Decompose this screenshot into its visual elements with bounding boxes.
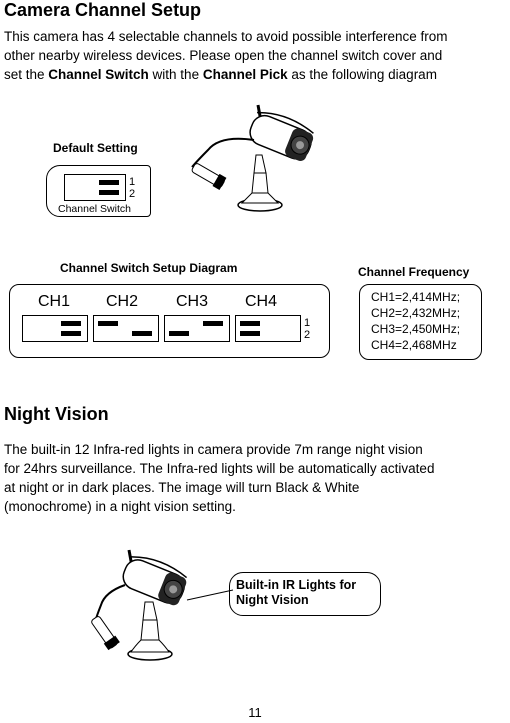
setup-diagram-title: Channel Switch Setup Diagram <box>60 261 238 275</box>
page-number: 11 <box>248 705 262 720</box>
switch-bar <box>61 321 81 326</box>
switch-bar <box>61 331 81 336</box>
para-line: This camera has 4 selectable channels to… <box>4 29 448 44</box>
camera-illustration-icon <box>191 104 314 212</box>
switch-bar <box>132 331 152 336</box>
frequency-title: Channel Frequency <box>358 265 470 279</box>
para-line: (monochrome) in a night vision setting. <box>4 499 236 514</box>
default-setting-label: Default Setting <box>53 141 138 155</box>
ch2-label: CH2 <box>106 293 139 310</box>
switch-bar-1 <box>99 180 119 185</box>
text-span: with the <box>148 67 203 82</box>
diagram-digit-2: 2 <box>304 329 311 341</box>
channel-pick-term: Channel Pick <box>202 67 288 82</box>
ch2-switch <box>93 315 159 342</box>
callout-line: Built-in IR Lights for <box>236 578 357 592</box>
switch-bar-2 <box>99 190 119 195</box>
ch3-switch <box>164 315 230 342</box>
frequency-box <box>359 284 482 360</box>
para-line: at night or in dark places. The image wi… <box>4 480 360 495</box>
diagram-digit-1: 1 <box>304 317 311 329</box>
text-span: set the <box>4 67 49 82</box>
switch-bar <box>98 321 118 326</box>
frequency-line: CH3=2,450MHz; <box>371 322 461 336</box>
setup-diagram-box <box>9 284 330 358</box>
switch-bar <box>203 321 223 326</box>
switch-bar <box>240 321 260 326</box>
default-switch-slot <box>64 174 126 201</box>
para-line: other nearby wireless devices. Please op… <box>4 48 443 63</box>
frequency-line: CH4=2,468MHz <box>371 338 457 352</box>
para-line: set the Channel Switch with the Channel … <box>4 65 509 84</box>
night-vision-paragraph: The built-in 12 Infra-red lights in came… <box>4 440 509 516</box>
channel-switch-term: Channel Switch <box>48 67 149 82</box>
frequency-line: CH1=2,414MHz; <box>371 290 461 304</box>
switch-bar <box>169 331 189 336</box>
text-span: as the following diagram <box>287 67 437 82</box>
section-title-night-vision: Night Vision <box>4 404 109 424</box>
callout-line: Night Vision <box>236 593 309 607</box>
para-line: The built-in 12 Infra-red lights in came… <box>4 442 423 457</box>
default-setting-box <box>46 165 151 217</box>
switch-bar <box>240 331 260 336</box>
camera-setup-paragraph: This camera has 4 selectable channels to… <box>4 27 509 84</box>
channel-switch-label: Channel Switch <box>58 203 131 215</box>
digit-1: 1 <box>129 176 136 188</box>
frequency-list: CH1=2,414MHz; CH2=2,432MHz; CH3=2,450MHz… <box>371 289 460 353</box>
ch4-label: CH4 <box>245 293 278 310</box>
ch1-switch <box>22 315 88 342</box>
night-camera-illustration-icon <box>91 549 234 661</box>
ch3-label: CH3 <box>176 293 209 310</box>
ch4-switch <box>235 315 301 342</box>
frequency-line: CH2=2,432MHz; <box>371 306 461 320</box>
section-title-camera-channel-setup: Camera Channel Setup <box>4 0 202 20</box>
ch1-label: CH1 <box>38 293 71 310</box>
ir-lights-callout-text: Built-in IR Lights for Night Vision <box>236 578 356 608</box>
para-line: for 24hrs surveillance. The Infra-red li… <box>4 461 435 476</box>
digit-2: 2 <box>129 188 136 200</box>
ir-lights-callout <box>229 572 381 616</box>
